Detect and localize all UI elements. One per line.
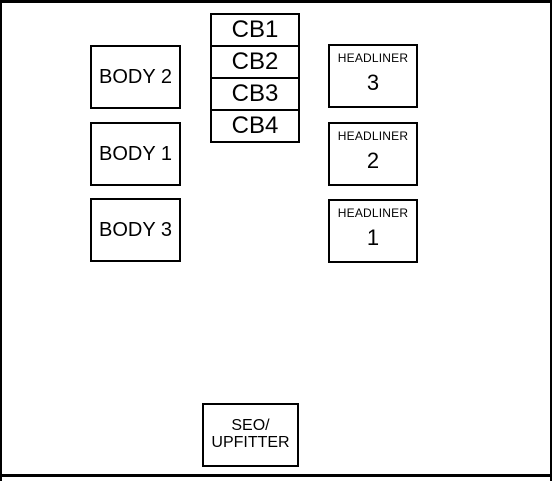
body-2-label: BODY 2 (99, 65, 172, 88)
circuit-breaker-3-label: CB3 (231, 80, 279, 107)
body-1-fuse: BODY 1 (90, 122, 181, 186)
seo-upfitter-line2: UPFITTER (211, 434, 290, 451)
headliner-2-label: HEADLINER (337, 129, 409, 143)
circuit-breaker-4: CB4 (210, 109, 300, 143)
headliner-2-number: 2 (366, 147, 380, 173)
body-1-label: BODY 1 (99, 142, 172, 165)
frame-left-border (0, 0, 2, 481)
frame-right-border (550, 0, 552, 481)
body-3-fuse: BODY 3 (90, 198, 181, 262)
frame-top-border (0, 0, 552, 3)
circuit-breaker-1: CB1 (210, 13, 300, 47)
headliner-1-number: 1 (366, 224, 380, 250)
circuit-breaker-2: CB2 (210, 45, 300, 79)
circuit-breaker-2-label: CB2 (231, 48, 279, 75)
circuit-breaker-stack: CB1 CB2 CB3 CB4 (210, 13, 300, 143)
circuit-breaker-4-label: CB4 (231, 112, 279, 139)
seo-upfitter-line1: SEO/ (231, 417, 270, 435)
headliner-1-label: HEADLINER (337, 206, 409, 220)
frame-bottom-border (0, 474, 552, 477)
headliner-3-fuse: HEADLINER 3 (328, 44, 418, 108)
headliner-3-label: HEADLINER (337, 51, 409, 65)
headliner-3-number: 3 (366, 69, 380, 95)
headliner-2-fuse: HEADLINER 2 (328, 122, 418, 186)
body-2-fuse: BODY 2 (90, 45, 181, 109)
circuit-breaker-1-label: CB1 (231, 16, 279, 43)
body-3-label: BODY 3 (99, 218, 172, 241)
headliner-1-fuse: HEADLINER 1 (328, 199, 418, 263)
seo-upfitter-fuse: SEO/ UPFITTER (202, 403, 299, 467)
circuit-breaker-3: CB3 (210, 77, 300, 111)
